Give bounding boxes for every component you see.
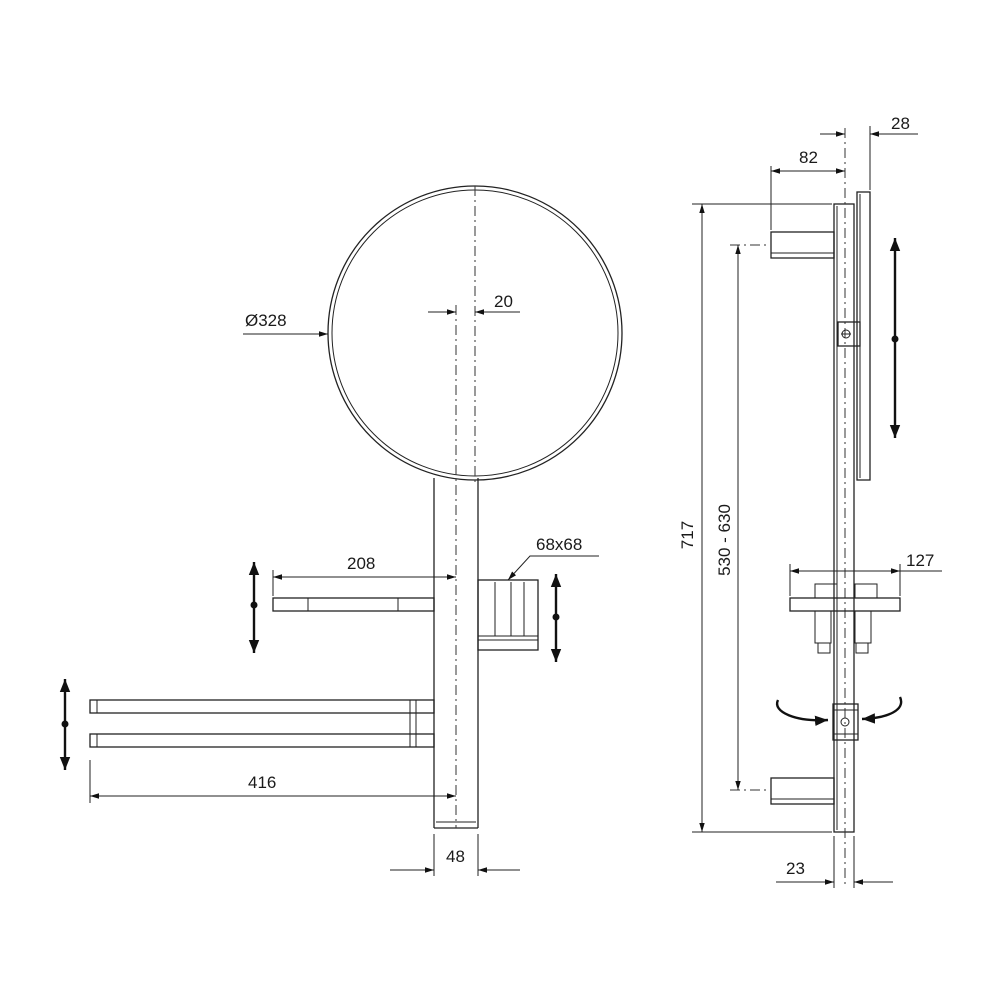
shelf bbox=[272, 597, 435, 612]
front-pole bbox=[433, 305, 479, 829]
pole-depth-dimension bbox=[776, 836, 893, 888]
dim-wall-offset: 82 bbox=[799, 148, 818, 167]
mount-range-dimension bbox=[730, 244, 770, 791]
top-wall-bracket bbox=[770, 231, 835, 259]
dim-total-height: 717 bbox=[678, 521, 697, 549]
mirror-adjust-arrow bbox=[889, 238, 901, 438]
dim-towel-bar-width: 416 bbox=[248, 773, 276, 792]
side-pole bbox=[833, 203, 855, 833]
dim-mount-range: 530 - 630 bbox=[715, 504, 734, 576]
dim-shelf-width: 208 bbox=[347, 554, 375, 573]
rotation-joint bbox=[832, 703, 859, 741]
dim-mirror-diameter: Ø328 bbox=[245, 311, 287, 330]
side-mirror bbox=[856, 191, 871, 481]
bottom-wall-bracket bbox=[770, 777, 835, 805]
cup-adjust-arrow bbox=[550, 574, 562, 662]
shelf-depth-dimension bbox=[789, 564, 942, 596]
towel-bar-width-dimension bbox=[89, 760, 456, 803]
mirror-bracket bbox=[837, 321, 861, 347]
dim-shelf-depth: 127 bbox=[906, 551, 934, 570]
dim-pole-width: 48 bbox=[446, 847, 465, 866]
shelf-adjust-arrow bbox=[248, 562, 260, 653]
dim-pole-depth: 23 bbox=[786, 859, 805, 878]
wall-offset-dimension bbox=[770, 166, 845, 230]
towel-bars bbox=[89, 699, 435, 748]
front-view: Ø328 20 208 68x68 416 48 bbox=[59, 185, 623, 876]
pole-width-dimension bbox=[390, 834, 520, 876]
side-view: 28 82 717 530 - 630 127 bbox=[678, 114, 942, 888]
dim-mirror-offset: 20 bbox=[494, 292, 513, 311]
rotation-arrow-icon bbox=[775, 696, 903, 726]
shelf-width-dimension bbox=[272, 570, 456, 596]
dim-mirror-depth: 28 bbox=[891, 114, 910, 133]
cup-size-leader bbox=[507, 555, 599, 581]
mirror-depth-dimension bbox=[820, 126, 918, 190]
cup-holder bbox=[477, 579, 539, 651]
total-height-dimension bbox=[692, 203, 832, 833]
dim-cup-size: 68x68 bbox=[536, 535, 582, 554]
towel-adjust-arrow bbox=[59, 679, 71, 770]
side-shelf bbox=[789, 583, 901, 654]
